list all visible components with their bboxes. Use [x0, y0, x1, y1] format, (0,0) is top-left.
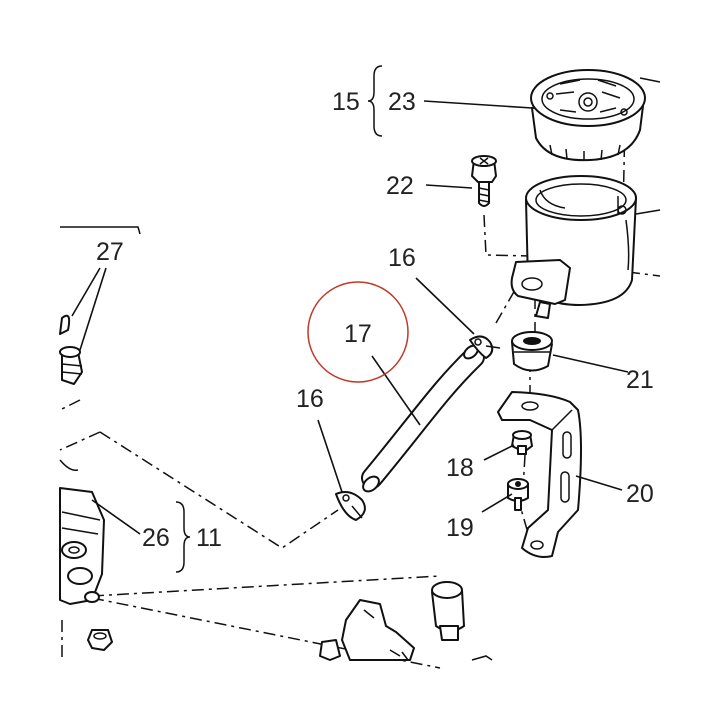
assembly-guide-lines: [59, 119, 661, 669]
callout-15: 15: [332, 88, 360, 116]
fluid-hose-17: [361, 344, 485, 493]
mounting-bracket-20: [497, 391, 582, 558]
fluid-reservoir: [510, 175, 637, 319]
callout-23: 23: [388, 88, 416, 116]
hose-clamp-lower: [335, 491, 366, 521]
callout-16-lower: 16: [296, 385, 324, 413]
callout-20: 20: [626, 480, 654, 508]
callout-22: 22: [386, 172, 414, 200]
hose-clamp-upper: [469, 335, 501, 359]
callout-17: 17: [344, 320, 372, 348]
callout-27: 27: [96, 238, 124, 266]
left-bracket-assembly: [59, 226, 141, 651]
callout-26: 26: [142, 524, 170, 552]
callout-11: 11: [196, 524, 222, 552]
highlight-circle-17: [307, 281, 409, 383]
lower-caliper-assembly: [319, 581, 493, 661]
bolt-18: [511, 430, 533, 455]
screw-22: [471, 155, 497, 207]
callout-19: 19: [446, 514, 474, 542]
leader-lines: [71, 77, 661, 535]
grommet-21: [511, 331, 553, 372]
callout-18: 18: [446, 454, 474, 482]
bolt-19: [507, 478, 529, 511]
reservoir-cap: [530, 69, 646, 162]
brace-11: [175, 501, 191, 573]
callout-21: 21: [626, 366, 654, 394]
brace-15: [367, 65, 383, 137]
cap-text-marks: [555, 79, 621, 113]
callout-16-upper: 16: [388, 244, 416, 272]
